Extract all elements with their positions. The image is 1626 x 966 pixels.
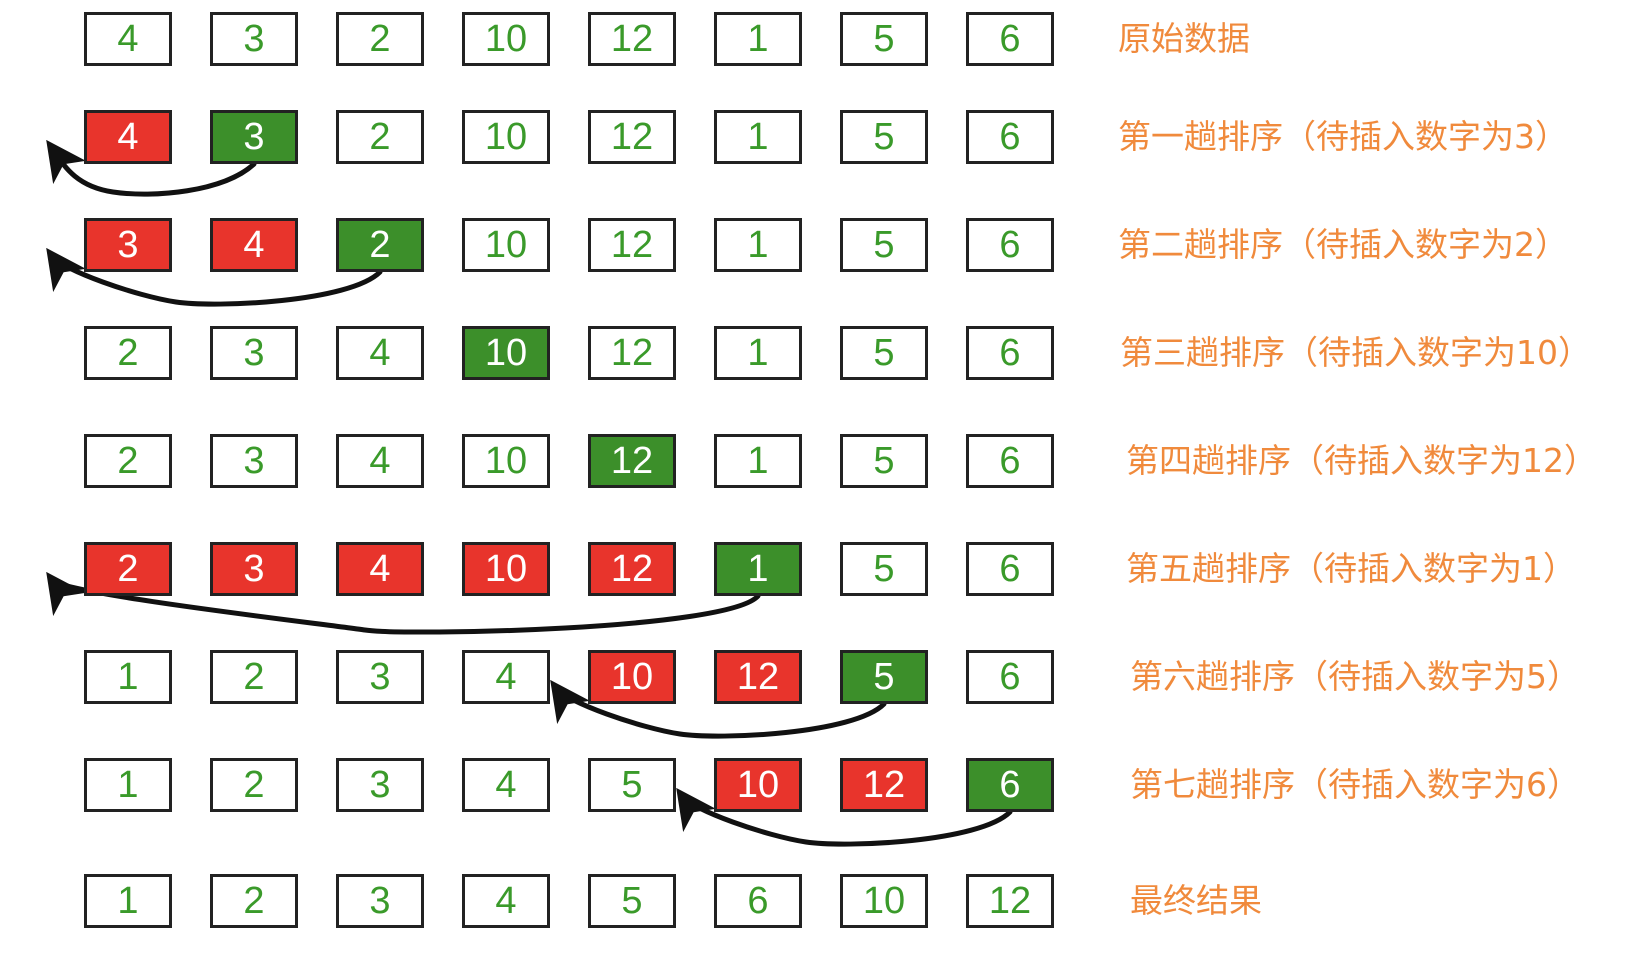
pass-label: 第二趟排序（待插入数字为2） [1118,225,1568,264]
value-cell: 6 [966,434,1054,488]
value-cell: 10 [462,12,550,66]
value-cell: 3 [336,758,424,812]
value-cell: 6 [966,12,1054,66]
value-cell: 6 [966,542,1054,596]
insert-value-cell: 1 [714,542,802,596]
pass-label: 原始数据 [1118,19,1250,58]
shifted-value-cell: 10 [462,542,550,596]
value-cell: 3 [336,874,424,928]
value-cell: 12 [588,110,676,164]
shifted-value-cell: 4 [84,110,172,164]
value-cell: 5 [588,758,676,812]
insert-value-cell: 3 [210,110,298,164]
value-cell: 1 [714,434,802,488]
value-cell: 3 [210,12,298,66]
shifted-value-cell: 10 [588,650,676,704]
pass-label: 第一趟排序（待插入数字为3） [1118,117,1568,156]
value-cell: 3 [336,650,424,704]
value-cell: 3 [210,326,298,380]
shifted-value-cell: 2 [84,542,172,596]
value-cell: 6 [966,326,1054,380]
insert-value-cell: 5 [840,650,928,704]
value-cell: 5 [840,326,928,380]
value-cell: 10 [462,218,550,272]
shifted-value-cell: 3 [210,542,298,596]
value-cell: 4 [462,650,550,704]
value-cell: 2 [210,874,298,928]
shifted-value-cell: 3 [84,218,172,272]
value-cell: 1 [84,874,172,928]
value-cell: 1 [84,650,172,704]
value-cell: 6 [714,874,802,928]
value-cell: 6 [966,110,1054,164]
value-cell: 5 [840,434,928,488]
value-cell: 1 [714,12,802,66]
value-cell: 2 [210,758,298,812]
value-cell: 2 [336,110,424,164]
shifted-value-cell: 12 [714,650,802,704]
value-cell: 4 [462,758,550,812]
pass-label: 第五趟排序（待插入数字为1） [1126,549,1576,588]
value-cell: 12 [588,326,676,380]
insert-value-cell: 12 [588,434,676,488]
value-cell: 1 [714,110,802,164]
value-cell: 1 [714,326,802,380]
pass-label: 第七趟排序（待插入数字为6） [1130,765,1580,804]
value-cell: 10 [462,110,550,164]
value-cell: 5 [840,218,928,272]
value-cell: 4 [336,326,424,380]
value-cell: 12 [588,12,676,66]
value-cell: 1 [84,758,172,812]
value-cell: 5 [840,542,928,596]
shifted-value-cell: 12 [588,542,676,596]
shifted-value-cell: 12 [840,758,928,812]
value-cell: 4 [462,874,550,928]
value-cell: 5 [840,110,928,164]
value-cell: 10 [462,434,550,488]
insert-value-cell: 10 [462,326,550,380]
value-cell: 1 [714,218,802,272]
value-cell: 2 [210,650,298,704]
pass-label: 第六趟排序（待插入数字为5） [1130,657,1580,696]
value-cell: 6 [966,218,1054,272]
pass-label: 最终结果 [1130,881,1262,920]
insert-value-cell: 2 [336,218,424,272]
value-cell: 2 [84,326,172,380]
pass-label: 第三趟排序（待插入数字为10） [1120,333,1591,372]
value-cell: 12 [588,218,676,272]
insert-value-cell: 6 [966,758,1054,812]
value-cell: 10 [840,874,928,928]
value-cell: 5 [588,874,676,928]
shifted-value-cell: 4 [336,542,424,596]
shifted-value-cell: 4 [210,218,298,272]
shifted-value-cell: 10 [714,758,802,812]
value-cell: 4 [84,12,172,66]
value-cell: 5 [840,12,928,66]
value-cell: 4 [336,434,424,488]
value-cell: 3 [210,434,298,488]
value-cell: 6 [966,650,1054,704]
pass-label: 第四趟排序（待插入数字为12） [1126,441,1597,480]
value-cell: 12 [966,874,1054,928]
value-cell: 2 [336,12,424,66]
value-cell: 2 [84,434,172,488]
